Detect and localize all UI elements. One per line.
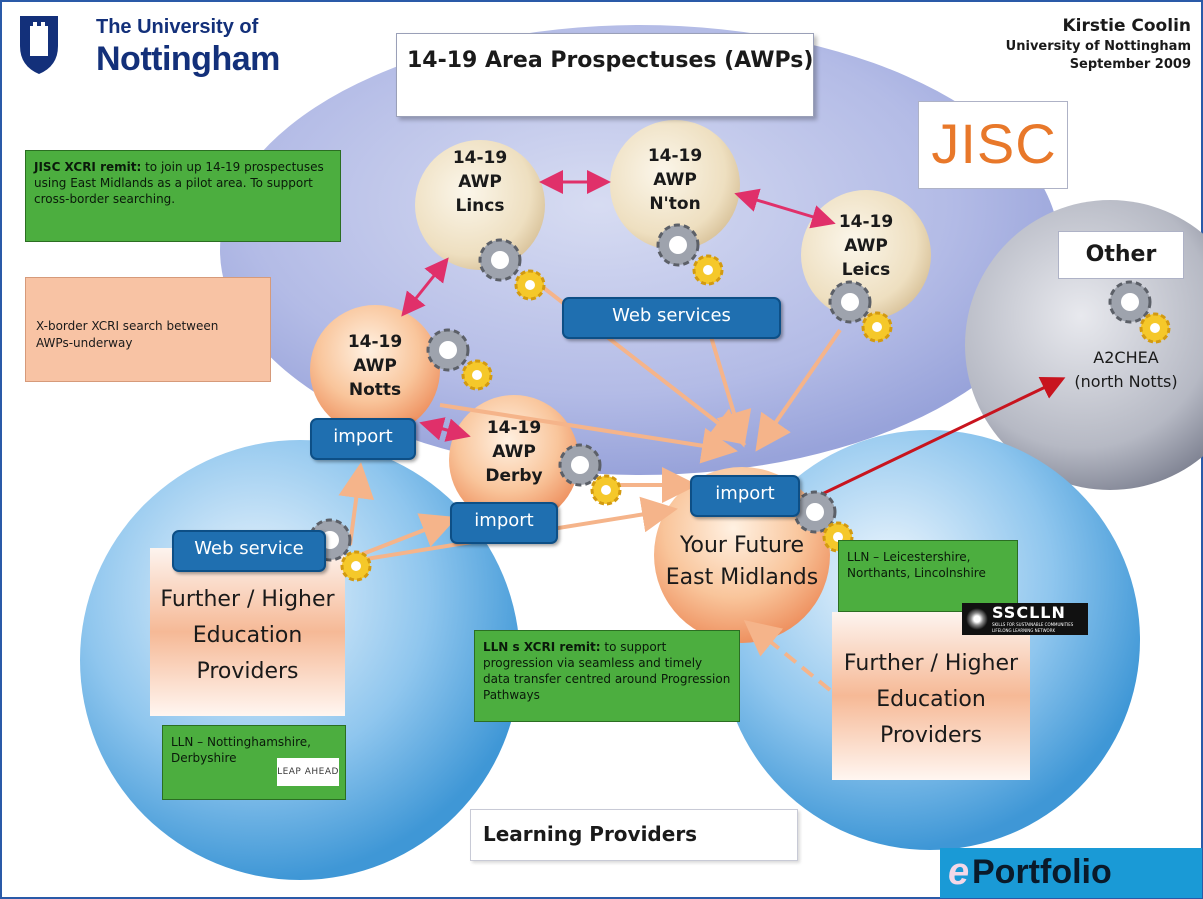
awp-notts: 14-19 AWP Notts [325,330,425,402]
a2chea-line1: A2CHEA [1093,348,1159,367]
eportfolio-text: Portfolio [972,853,1112,891]
import-label-derby: import [450,502,558,544]
eportfolio-logo: e Portfolio [940,848,1202,898]
gear-icon [478,238,522,282]
gear-icon [828,280,872,324]
providers-right: Further / Higher Education Providers [832,646,1030,754]
lln-notts-box: LLN – Nottinghamshire, Derbyshire LEAP A… [162,725,346,800]
lln-remit-text: to support progression via seamless and … [483,640,731,702]
author-date: September 2009 [1069,57,1191,72]
leap-ahead-logo: LEAP AHEAD [277,758,339,786]
gear-icon [861,311,893,343]
providers-right-line3: Providers [879,723,983,748]
ssclln-dots-icon [966,608,988,630]
providers-left-line3: Providers [196,659,299,684]
your-future-label: Your Future East Midlands [652,530,832,594]
jisc-logo-text: JISC [931,112,1057,175]
university-crest-icon [14,12,64,76]
ssclln-tagline-1: SKILLS FOR SUSTAINABLE COMMUNITIES [992,622,1074,627]
jisc-remit-text: to join up 14-19 prospectuses using East… [34,160,324,206]
legend-box: X-border XCRI search between AWPs-underw… [25,277,271,382]
awp-leics-line2: AWP [844,236,888,256]
awp-nton: 14-19 AWP N'ton [625,144,725,216]
learning-providers-label: Learning Providers [483,822,698,846]
your-future-line1: Your Future [679,533,805,558]
web-services-label: Web services [562,297,781,339]
awp-nton-line3: N'ton [649,194,701,214]
awp-lincs-line3: Lincs [455,196,505,216]
awp-leics: 14-19 AWP Leics [816,210,916,282]
lln-leics-box: LLN – Leicestershire, Northants, Lincoln… [838,540,1018,612]
learning-providers-box: Learning Providers [470,809,798,861]
awp-nton-line2: AWP [653,170,697,190]
a2chea-line2: (north Notts) [1074,372,1178,391]
gear-icon [340,550,372,582]
awp-lincs: 14-19 AWP Lincs [430,146,530,218]
gear-icon [514,269,546,301]
awp-derby-line1: 14-19 [486,418,542,438]
lln-leics-text: LLN – Leicestershire, Northants, Lincoln… [847,550,986,580]
jisc-remit-box: JISC XCRI remit: to join up 14-19 prospe… [25,150,341,242]
lln-remit-box: LLN s XCRI remit: to support progression… [474,630,740,722]
your-future-line2: East Midlands [665,565,819,590]
awp-notts-line3: Notts [348,380,402,400]
awp-derby: 14-19 AWP Derby [464,416,564,488]
providers-left: Further / Higher Education Providers [150,582,345,690]
legend-text: X-border XCRI search between AWPs-underw… [36,319,219,350]
awp-leics-line3: Leics [841,260,891,280]
lln-remit-label: LLN s XCRI remit: [483,640,601,654]
gear-icon [461,359,493,391]
ssclln-tagline-2: LIFELONG LEARNING NETWORK [992,628,1056,633]
awp-notts-line2: AWP [353,356,397,376]
gear-icon [426,328,470,372]
university-name-line2: Nottingham [96,40,280,78]
author-name: Kirstie Coolin [1062,16,1192,36]
other-label: Other [1085,242,1157,267]
page-title: 14-19 Area Prospectuses (AWPs) [407,48,814,73]
gear-icon [1108,280,1152,324]
import-label-notts: import [310,418,416,460]
gear-icon [590,474,622,506]
lln-notts-text: LLN – Nottinghamshire, Derbyshire [171,735,311,765]
gear-icon [656,223,700,267]
web-service-label: Web service [172,530,326,572]
providers-left-line1: Further / Higher [160,587,335,612]
awp-notts-line1: 14-19 [347,332,403,352]
title-box: 14-19 Area Prospectuses (AWPs) [396,33,814,117]
other-label-box: Other [1058,231,1184,279]
providers-right-line1: Further / Higher [843,651,1019,676]
university-name-line1: The University of [96,16,259,38]
a2chea-label: A2CHEA (north Notts) [1062,346,1190,394]
providers-left-line2: Education [192,623,303,648]
ssclln-logo-text: SSCLLN [992,603,1066,622]
author-block: Kirstie Coolin University of Nottingham … [1006,14,1191,74]
gear-icon [558,443,602,487]
eportfolio-e: e [948,851,970,893]
import-label-your-future: import [690,475,800,517]
awp-lincs-line1: 14-19 [452,148,508,168]
jisc-remit-label: JISC XCRI remit: [34,160,142,174]
gear-icon [692,254,724,286]
awp-nton-line1: 14-19 [647,146,703,166]
ssclln-logo: SSCLLN SKILLS FOR SUSTAINABLE COMMUNITIE… [962,603,1088,635]
jisc-logo: JISC [918,101,1068,189]
providers-right-line2: Education [876,687,986,712]
gear-icon [1139,312,1171,344]
awp-derby-line3: Derby [485,466,543,486]
gear-icon [793,490,837,534]
awp-derby-line2: AWP [492,442,536,462]
awp-lincs-line2: AWP [458,172,502,192]
awp-leics-line1: 14-19 [838,212,894,232]
author-org: University of Nottingham [1005,39,1191,54]
